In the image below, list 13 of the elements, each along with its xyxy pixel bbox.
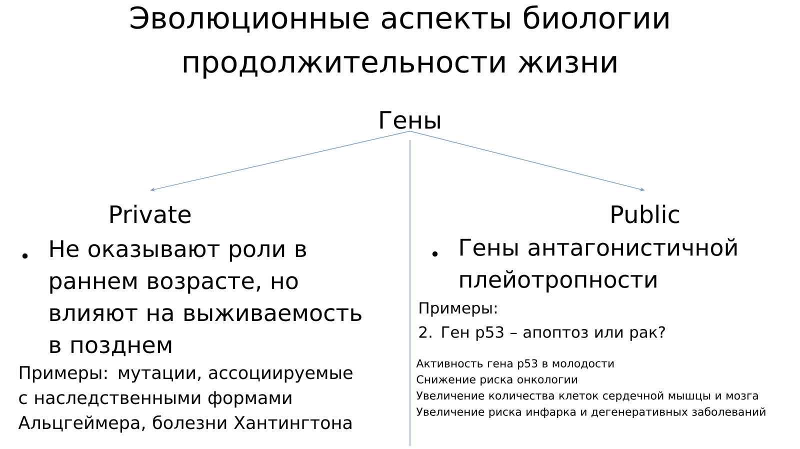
- bullet-text: Гены антагонистичной плейотропности: [460, 238, 737, 292]
- bullet-text: Не оказывают роли в раннем возрасте, но влияют на выживаемость в позднем: [50, 240, 362, 356]
- text: Увеличение количества клеток сердечной мышцы и мозга: [416, 391, 758, 402]
- text: 2. Ген р53 – апоптоз или рак?: [419, 326, 665, 341]
- text: Активность гена р53 в молодости: [416, 359, 614, 370]
- text: Увеличение риска инфарка и дегенеративных заболеваний: [416, 407, 766, 418]
- text: Снижение риска онкологии: [416, 375, 578, 386]
- title: Эволюционные аспекты биологии продолжительности жизни: [130, 5, 668, 79]
- heading: Private: [110, 204, 191, 224]
- text: Примеры:: [420, 302, 496, 317]
- heading: Public: [612, 204, 680, 224]
- heading: Гены: [380, 111, 440, 129]
- text: Примеры: мутации, ассоциируемые с наследственными формами Альцгеймера, болезни Хантингтона: [18, 366, 352, 433]
